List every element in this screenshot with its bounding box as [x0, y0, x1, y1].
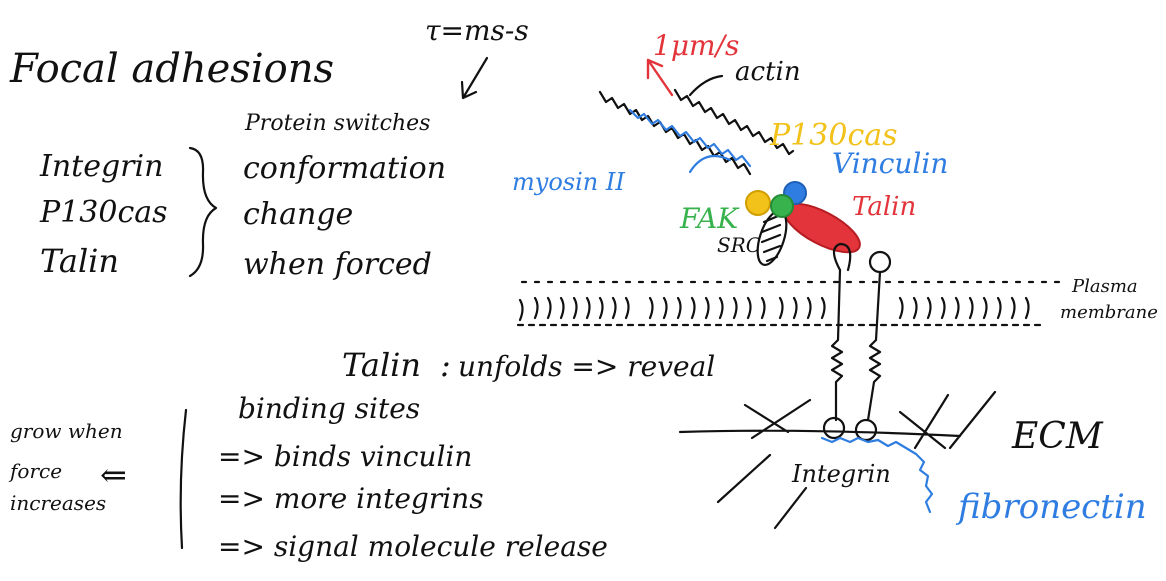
- myosin-filament: [628, 108, 752, 168]
- integrin-stalk-right: [866, 270, 882, 422]
- switch-desc-0: Protein switches: [244, 111, 430, 136]
- integrin-foot-right: [854, 418, 878, 442]
- fibronectin-label: fibronectin: [955, 487, 1147, 527]
- timescale-label: τ=ms-s: [425, 14, 529, 47]
- src-hatching: [760, 214, 782, 263]
- actin-pointer: [688, 74, 724, 97]
- myosin-pointer: [688, 154, 732, 174]
- myosin-label: myosin II: [512, 168, 625, 196]
- actin-filament-lower: [598, 90, 752, 176]
- switch-desc-3: when forced: [243, 247, 432, 282]
- title: Focal adhesions: [9, 46, 334, 92]
- integrin-foot-left: [822, 416, 846, 440]
- speed-arrow: [646, 58, 674, 97]
- integrin-head-right: [868, 250, 892, 274]
- speed-label: 1μm/s: [653, 29, 739, 62]
- talin-effect-1: binding sites: [238, 392, 420, 425]
- curly-brace: [188, 146, 218, 278]
- actin-label: actin: [735, 57, 801, 87]
- actin-filament-upper: [673, 88, 795, 156]
- integrin-label: Integrin: [791, 460, 891, 488]
- grow-note-2: increases: [10, 491, 106, 515]
- integrin-stalk-left: [830, 268, 844, 422]
- talin-colon: :: [440, 346, 451, 384]
- switch-protein-2: Talin: [40, 242, 119, 280]
- timescale-arrow: [460, 56, 489, 100]
- p130cas-label: P130cas: [769, 118, 898, 153]
- fak-label: FAK: [679, 202, 740, 235]
- talin-heading: Talin: [342, 346, 421, 384]
- ecm-label: ECM: [1011, 416, 1104, 457]
- grow-arrow: ⇐: [100, 456, 127, 494]
- membrane-lipid-tails: [518, 296, 1030, 322]
- talin-effect-4: => signal molecule release: [218, 530, 608, 563]
- membrane-label-1: membrane: [1060, 302, 1158, 323]
- src-label: SRC: [717, 233, 761, 257]
- fak-protein: [770, 194, 794, 218]
- vinculin-label: Vinculin: [832, 147, 948, 180]
- switch-protein-1: P130cas: [39, 195, 168, 230]
- switch-desc-1: conformation: [243, 151, 446, 186]
- grow-note-0: grow when: [10, 419, 123, 443]
- switch-desc-2: change: [243, 197, 353, 232]
- ecm-fibers: [678, 390, 997, 530]
- effects-bracket: [179, 408, 188, 550]
- integrin-head-left: [832, 242, 852, 272]
- membrane-label-0: Plasma: [1071, 276, 1138, 297]
- fibronectin-strand: [820, 436, 934, 514]
- talin-effect-2: => binds vinculin: [218, 440, 472, 473]
- p130cas-protein: [745, 190, 771, 216]
- grow-note-1: force: [8, 459, 62, 483]
- talin-label: Talin: [852, 192, 916, 222]
- talin-effect-3: => more integrins: [218, 482, 484, 515]
- talin-effect-0: unfolds => reveal: [458, 350, 715, 383]
- switch-protein-0: Integrin: [39, 149, 163, 184]
